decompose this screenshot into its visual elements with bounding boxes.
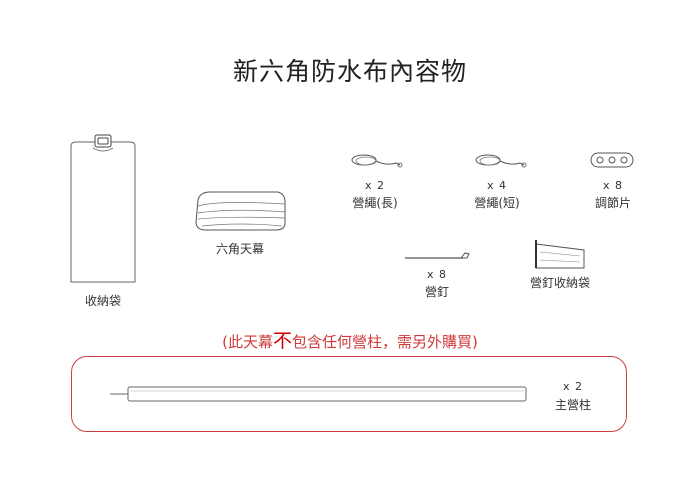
stake-label: 營釘	[424, 285, 449, 299]
adjuster-quantity: x 8	[602, 179, 623, 192]
main-pole-icon	[110, 386, 527, 402]
adjuster-label: 調節片	[594, 196, 631, 210]
adjuster-icon	[590, 152, 634, 168]
stake-bag-icon	[535, 240, 585, 269]
folded-tarp-icon	[195, 191, 286, 231]
rope-long-quantity: x 2	[364, 179, 385, 192]
main-pole-quantity: x 2	[562, 380, 583, 393]
notice-text: (此天幕不包含任何營柱，需另外購買)	[0, 326, 700, 353]
rope-long-label: 營繩(長)	[352, 196, 398, 210]
page-title: 新六角防水布內容物	[232, 57, 467, 86]
stake-bag-label: 營釘收納袋	[529, 276, 590, 290]
main-pole-box	[71, 356, 627, 432]
stake-icon	[405, 252, 470, 259]
rope-coil-long-icon	[351, 154, 403, 168]
storage-bag-icon	[70, 134, 136, 283]
rope-short-quantity: x 4	[486, 179, 507, 192]
rope-coil-short-icon	[475, 154, 527, 168]
notice-open: (此天幕	[222, 333, 273, 351]
main-pole-label: 主營柱	[554, 398, 591, 412]
stake-quantity: x 8	[426, 268, 447, 281]
notice-rest: 包含任何營柱，需另外購買)	[292, 333, 478, 351]
storage-bag-label: 收納袋	[84, 294, 121, 308]
rope-short-label: 營繩(短)	[474, 196, 520, 210]
tarp-label: 六角天幕	[215, 242, 264, 256]
notice-emphasis: 不	[272, 330, 292, 352]
